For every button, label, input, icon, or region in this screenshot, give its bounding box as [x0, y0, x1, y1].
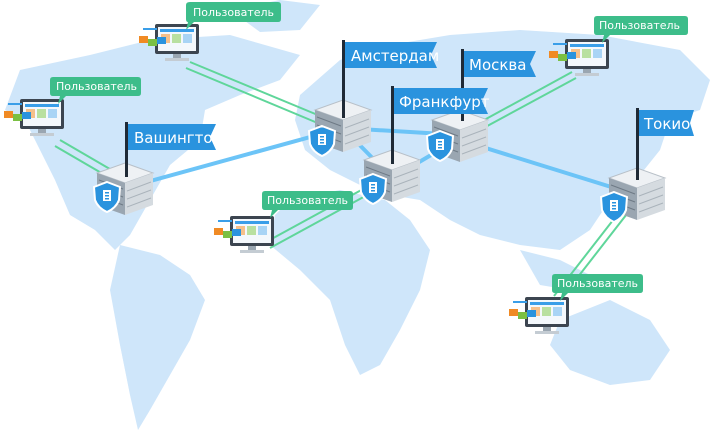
- user-middle[interactable]: Пользователь: [214, 191, 353, 253]
- user-bubble: [552, 274, 643, 301]
- user-bubble: [50, 77, 141, 104]
- user-left[interactable]: Пользователь: [4, 77, 141, 136]
- flag-pole: [342, 40, 345, 118]
- flag-pole: [461, 49, 464, 121]
- user-label: Пользователь: [599, 19, 680, 32]
- user-label: Пользователь: [193, 6, 274, 19]
- user-bubble: [262, 191, 353, 218]
- monitor-icon: [214, 216, 274, 253]
- flag-pole: [391, 86, 394, 164]
- location-label: Москва: [469, 56, 526, 74]
- location-label: Франкфурт: [399, 93, 490, 111]
- flag-pole: [125, 122, 128, 177]
- user-label: Пользователь: [557, 277, 638, 290]
- user-top-left[interactable]: Пользователь: [139, 2, 281, 61]
- user-label: Пользователь: [56, 80, 137, 93]
- server-moscow[interactable]: Москва: [426, 49, 536, 163]
- location-label: Токио: [643, 115, 690, 133]
- location-flag: [639, 110, 694, 136]
- location-label: Амстердам: [351, 47, 439, 65]
- location-label: Вашингтон: [134, 129, 222, 147]
- server-frankfurt[interactable]: Франкфурт: [359, 86, 490, 205]
- user-bottom-right[interactable]: Пользователь: [509, 274, 643, 334]
- server-amsterdam[interactable]: Амстердам: [308, 40, 439, 157]
- user-bubble: [186, 2, 281, 30]
- location-flag: [394, 88, 488, 114]
- user-bubble: [594, 16, 688, 43]
- user-top-right[interactable]: Пользователь: [549, 16, 688, 76]
- flag-pole: [636, 108, 639, 180]
- server-washington[interactable]: Вашингтон: [93, 122, 222, 216]
- user-label: Пользователь: [267, 194, 348, 207]
- location-flag: [128, 124, 216, 150]
- location-flag: [345, 42, 437, 68]
- server-tokyo[interactable]: Токио: [600, 108, 694, 223]
- location-flag: [464, 51, 536, 77]
